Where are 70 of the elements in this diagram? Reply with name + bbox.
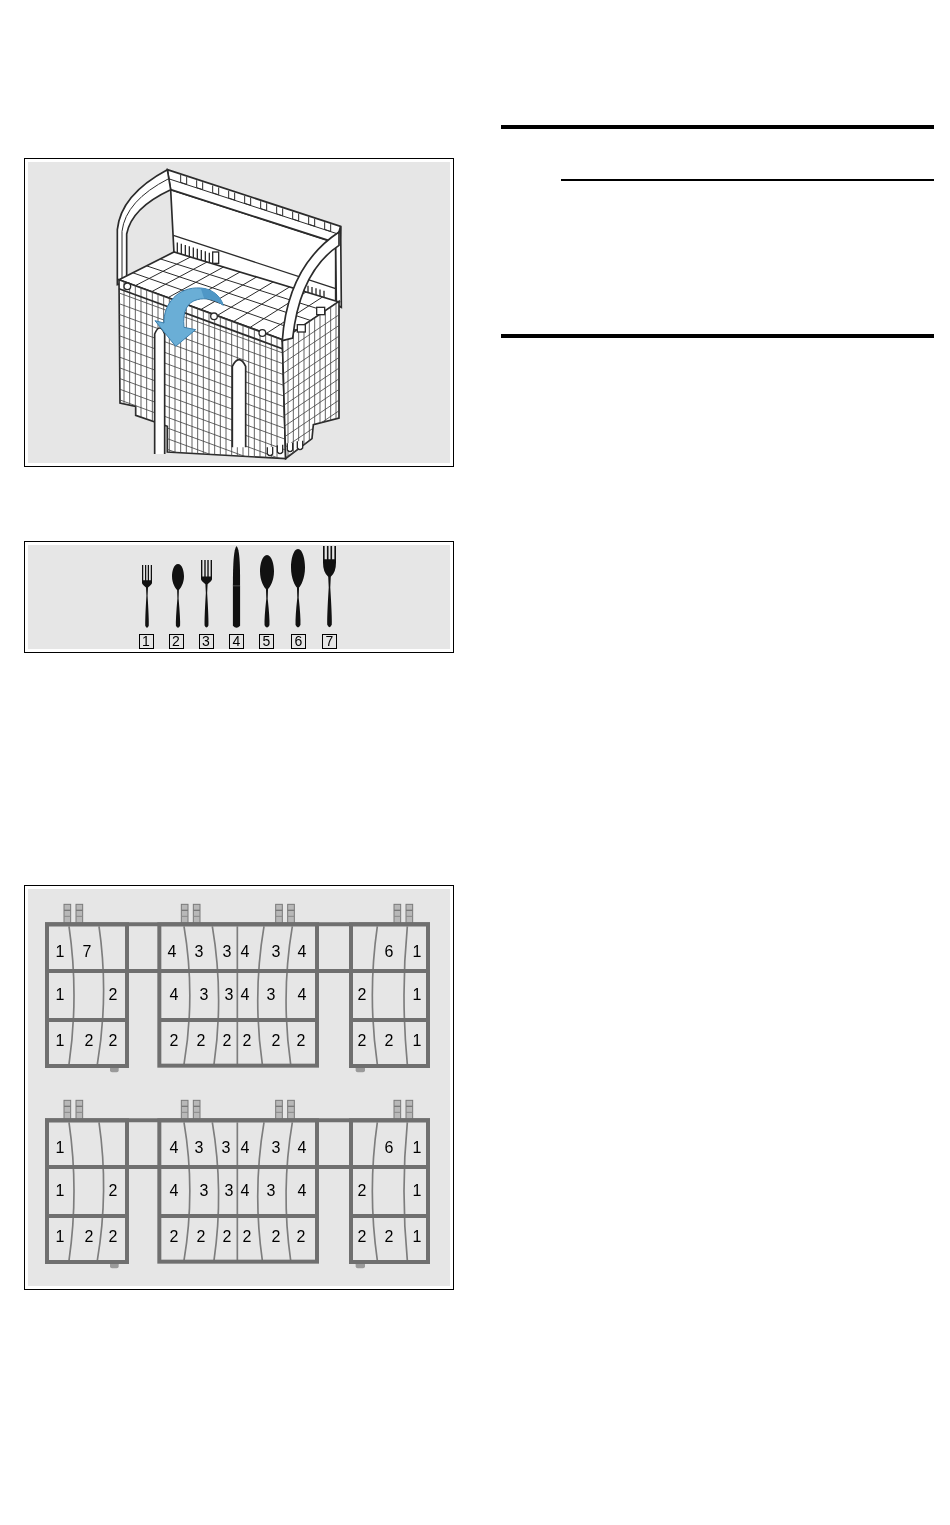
compartment-number: 1: [55, 1140, 65, 1156]
compartment-number: 3: [224, 987, 234, 1003]
compartment-number: 2: [108, 1033, 118, 1049]
compartment-number: 2: [196, 1033, 206, 1049]
compartment-number: 2: [271, 1229, 281, 1245]
compartment-number: 3: [271, 944, 281, 960]
callout-number: 6: [291, 634, 306, 649]
compartment-number: 4: [297, 1140, 307, 1156]
compartment-number: 4: [169, 1183, 179, 1199]
callout-number: 7: [322, 634, 337, 649]
compartment-number: 2: [222, 1033, 232, 1049]
compartment-number: 3: [221, 1140, 231, 1156]
compartment-number: 2: [357, 1229, 367, 1245]
compartment-number: 2: [108, 987, 118, 1003]
compartment-number: 2: [169, 1229, 179, 1245]
compartment-number: 2: [242, 1229, 252, 1245]
compartment-number: 7: [82, 944, 92, 960]
compartment-number: 6: [384, 944, 394, 960]
compartment-number: 3: [266, 987, 276, 1003]
compartment-number: 4: [297, 987, 307, 1003]
compartment-number: 4: [240, 944, 250, 960]
compartment-number: 1: [412, 1183, 422, 1199]
compartment-number: 1: [412, 1229, 422, 1245]
compartment-number: 3: [222, 944, 232, 960]
compartment-number: 6: [384, 1140, 394, 1156]
compartment-number: 4: [169, 987, 179, 1003]
compartment-number: 4: [297, 1183, 307, 1199]
compartment-number: 2: [357, 1033, 367, 1049]
compartment-number: 2: [296, 1229, 306, 1245]
compartment-number: 1: [55, 1183, 65, 1199]
compartment-number: 4: [169, 1140, 179, 1156]
compartment-number: 1: [55, 1033, 65, 1049]
compartment-number: 2: [108, 1183, 118, 1199]
compartment-number: 2: [384, 1033, 394, 1049]
compartment-number: 4: [297, 944, 307, 960]
compartment-number: 2: [108, 1229, 118, 1245]
compartment-number: 3: [266, 1183, 276, 1199]
compartment-number: 2: [169, 1033, 179, 1049]
compartment-number: 2: [357, 987, 367, 1003]
compartment-number: 4: [167, 944, 177, 960]
compartment-number: 3: [199, 987, 209, 1003]
compartment-number: 2: [357, 1183, 367, 1199]
compartment-number: 1: [412, 1033, 422, 1049]
compartment-number: 1: [55, 1229, 65, 1245]
compartment-number: 1: [412, 944, 422, 960]
compartment-number: 1: [55, 987, 65, 1003]
compartment-number: 1: [412, 1140, 422, 1156]
compartment-number: 2: [196, 1229, 206, 1245]
compartment-number: 3: [194, 944, 204, 960]
compartment-number: 2: [296, 1033, 306, 1049]
compartment-number: 1: [412, 987, 422, 1003]
compartment-number: 2: [271, 1033, 281, 1049]
compartment-number: 3: [224, 1183, 234, 1199]
callout-number: 5: [259, 634, 274, 649]
compartment-number: 2: [222, 1229, 232, 1245]
compartment-number: 3: [199, 1183, 209, 1199]
callout-number: 2: [168, 634, 184, 649]
compartment-number: 3: [271, 1140, 281, 1156]
callout-number: 4: [229, 634, 244, 649]
callout-number: 1: [138, 634, 154, 649]
compartment-number: 2: [84, 1033, 94, 1049]
callout-number: 3: [198, 634, 214, 649]
compartment-number: 4: [240, 987, 250, 1003]
compartment-number: 2: [242, 1033, 252, 1049]
compartment-number: 3: [194, 1140, 204, 1156]
compartment-number: 4: [240, 1183, 250, 1199]
compartment-number: 2: [384, 1229, 394, 1245]
compartment-number: 1: [55, 944, 65, 960]
compartment-number: 2: [84, 1229, 94, 1245]
compartment-number: 4: [240, 1140, 250, 1156]
